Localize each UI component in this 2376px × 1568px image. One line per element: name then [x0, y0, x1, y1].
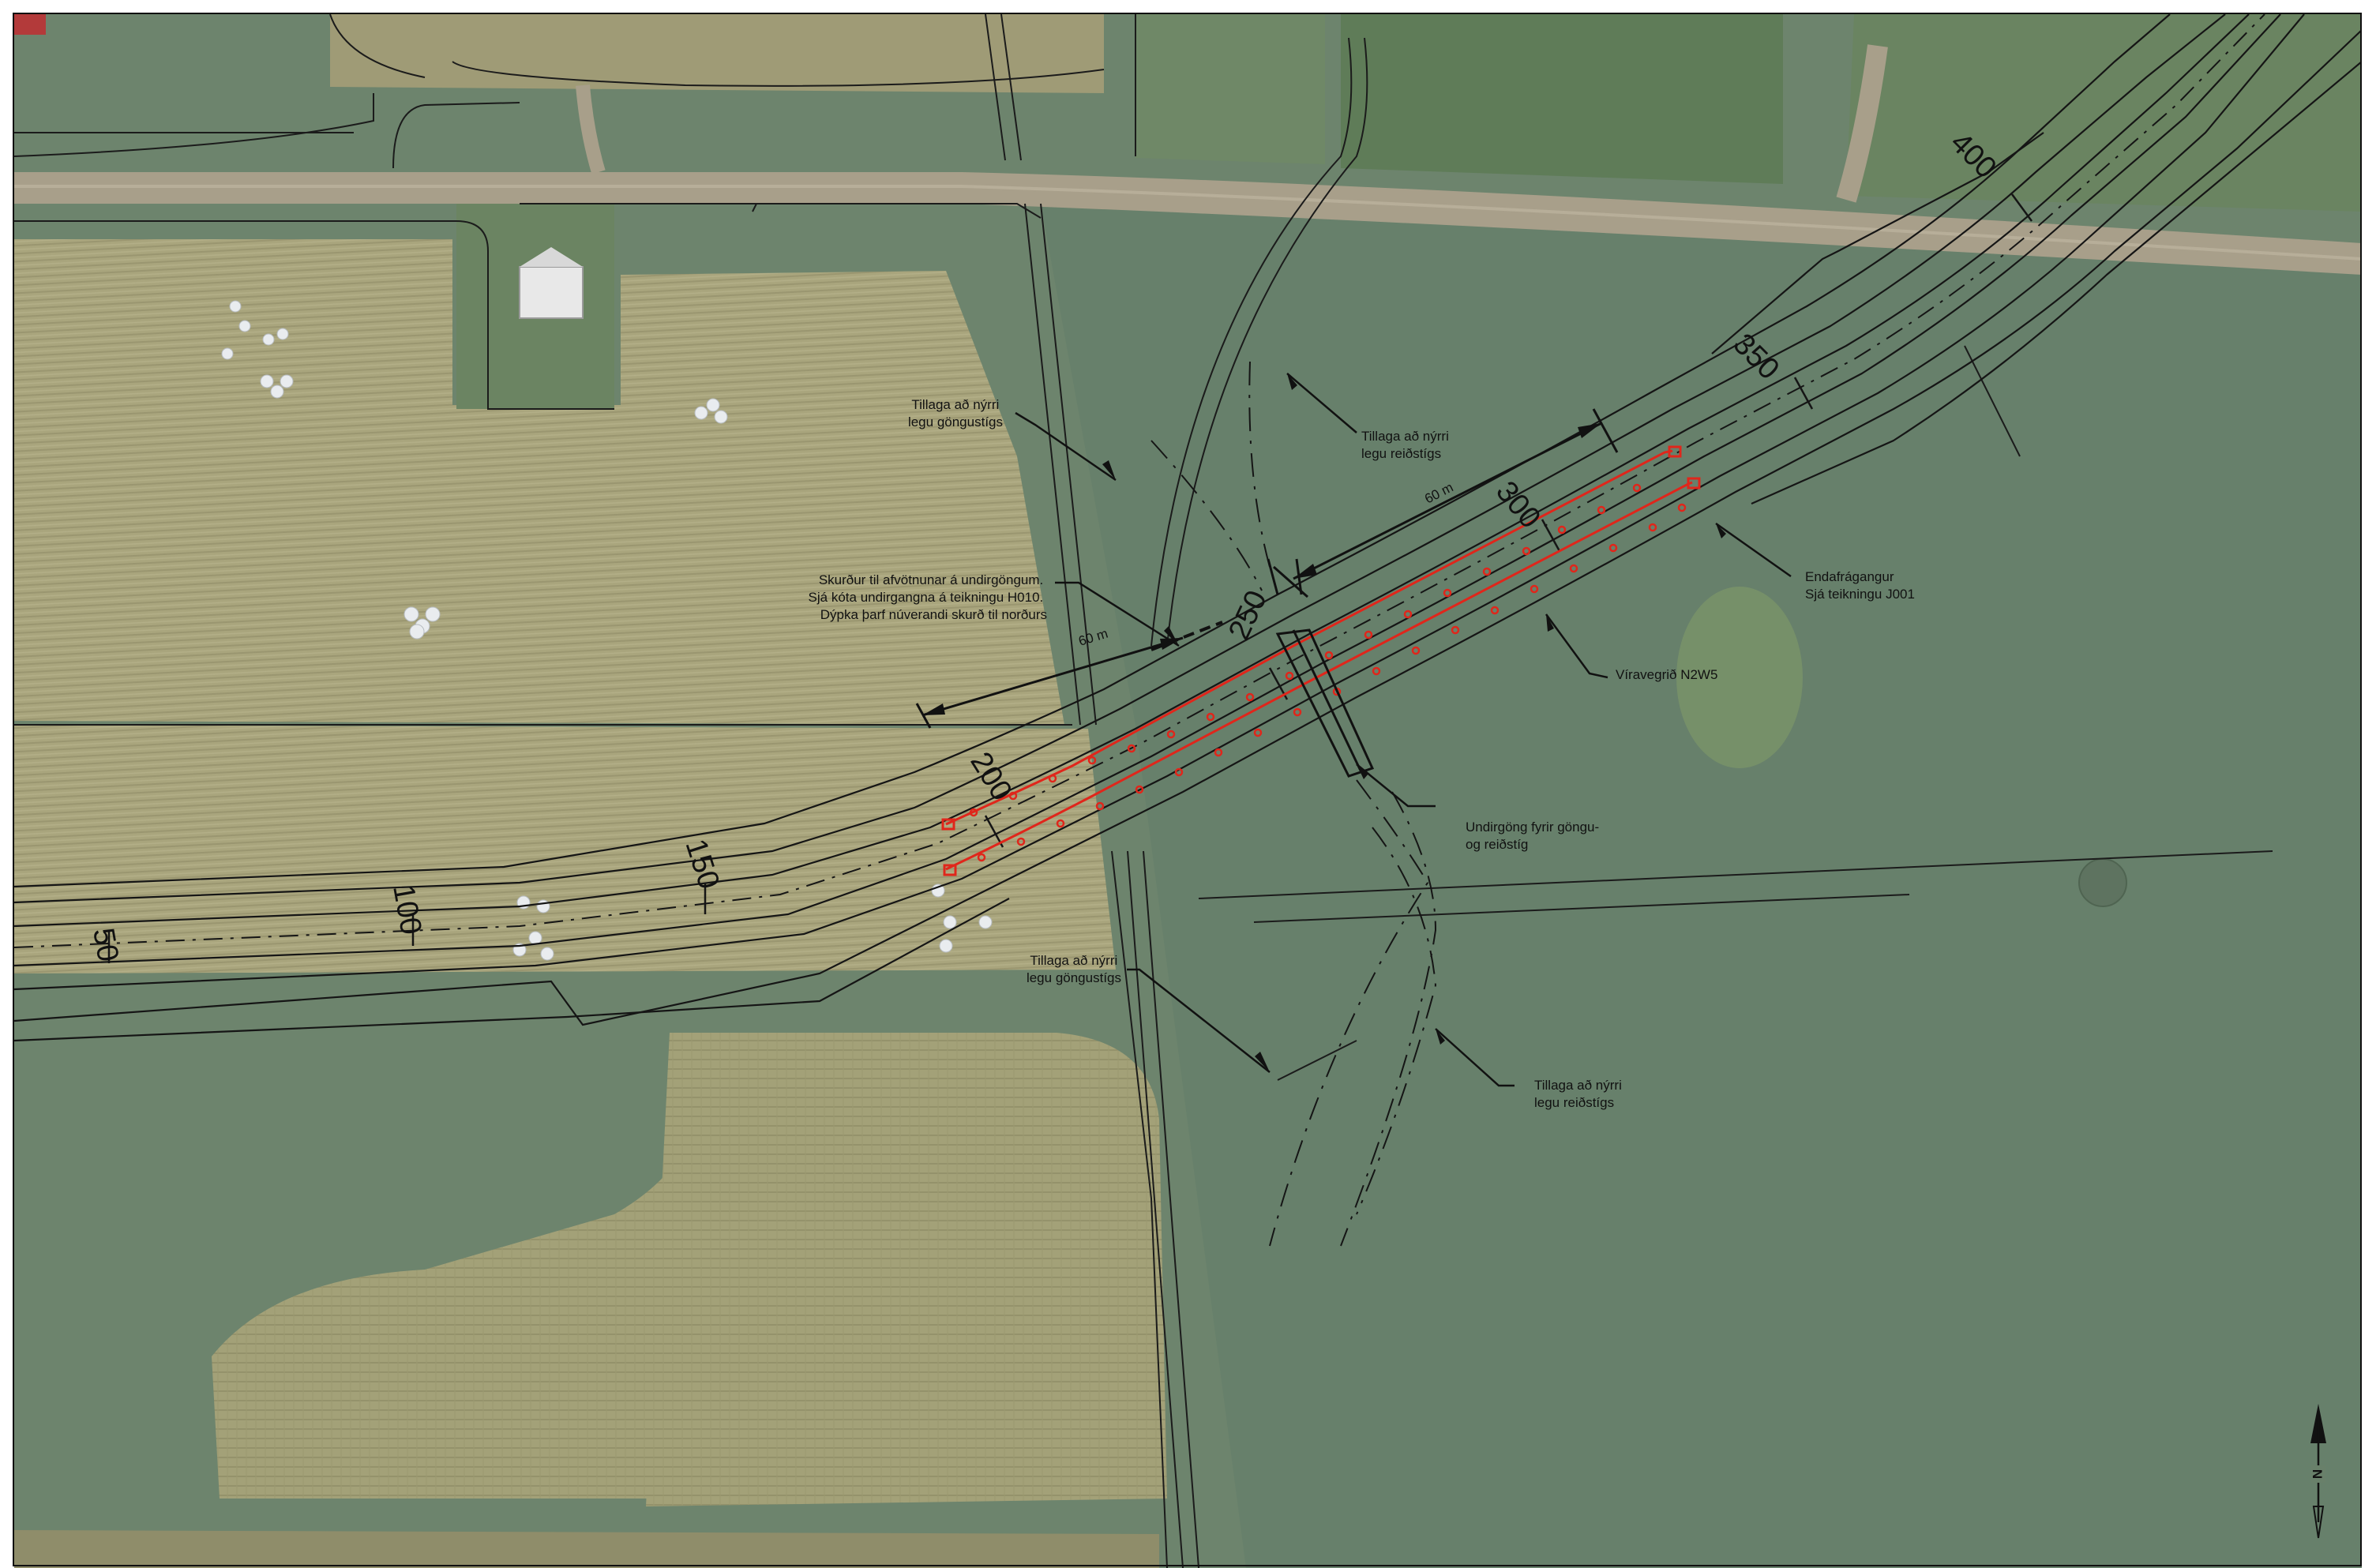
north-label: N	[2310, 1469, 2325, 1479]
existing-linework	[14, 14, 2273, 1568]
annotation-reidstig-north: Tillaga að nýrri legu reiðstígs	[1361, 429, 1453, 461]
dimension-lines	[915, 408, 1619, 729]
hayfield-southwest	[212, 1135, 709, 1499]
road-alignment	[14, 14, 2362, 1042]
side-track[interactable]	[1836, 44, 1888, 203]
aerial-map[interactable]: 50 100 150 200 250 300 350 400 60 m 60 m…	[14, 14, 2362, 1568]
guardrail-end	[941, 818, 955, 831]
field-north	[1341, 14, 1783, 184]
mound	[2078, 858, 2127, 907]
guardrail-posts	[969, 483, 1687, 862]
hayfield-top	[330, 14, 1104, 93]
annotation-end-treatment: Endafrágangur Sjá teikningu J001	[1805, 569, 1915, 602]
farm-house	[519, 266, 584, 319]
underpass-structure[interactable]	[1275, 628, 1375, 778]
annotation-reidstig-south: Tillaga að nýrri legu reiðstígs	[1534, 1078, 1626, 1110]
annotation-drainage-ditch: Skurður til afvötnunar á undirgöngum. Sj…	[809, 572, 1047, 622]
guardrail-lines[interactable]	[945, 449, 1693, 871]
annotation-gongustig-north: Tillaga að nýrri legu göngustígs	[908, 397, 1003, 430]
proposed-paths	[1150, 361, 1437, 1247]
annotation-gongustig-south: Tillaga að nýrri legu göngustígs	[1027, 953, 1121, 985]
red-roof	[14, 14, 46, 35]
wet-hollow	[1676, 587, 1803, 768]
leader-lines	[1015, 373, 1792, 1087]
hayfield-south	[646, 1033, 1167, 1506]
station-label: 50	[86, 925, 125, 964]
hayfield-middle	[14, 725, 1116, 973]
hayfield-west	[14, 239, 1064, 725]
annotations: Tillaga að nýrri legu göngustígs Tillaga…	[809, 397, 1915, 1110]
bog-area	[1041, 204, 2362, 1568]
north-arrow-icon: N	[2310, 1404, 2326, 1539]
annotation-underpass: Undirgöng fyrir göngu- og reiðstíg	[1466, 820, 1603, 852]
gravel-road[interactable]	[14, 172, 2362, 275]
road-centerline	[14, 14, 2265, 948]
hay-bales	[221, 300, 993, 961]
annotation-wire-guardrail: Víravegrið N2W5	[1616, 667, 1717, 682]
